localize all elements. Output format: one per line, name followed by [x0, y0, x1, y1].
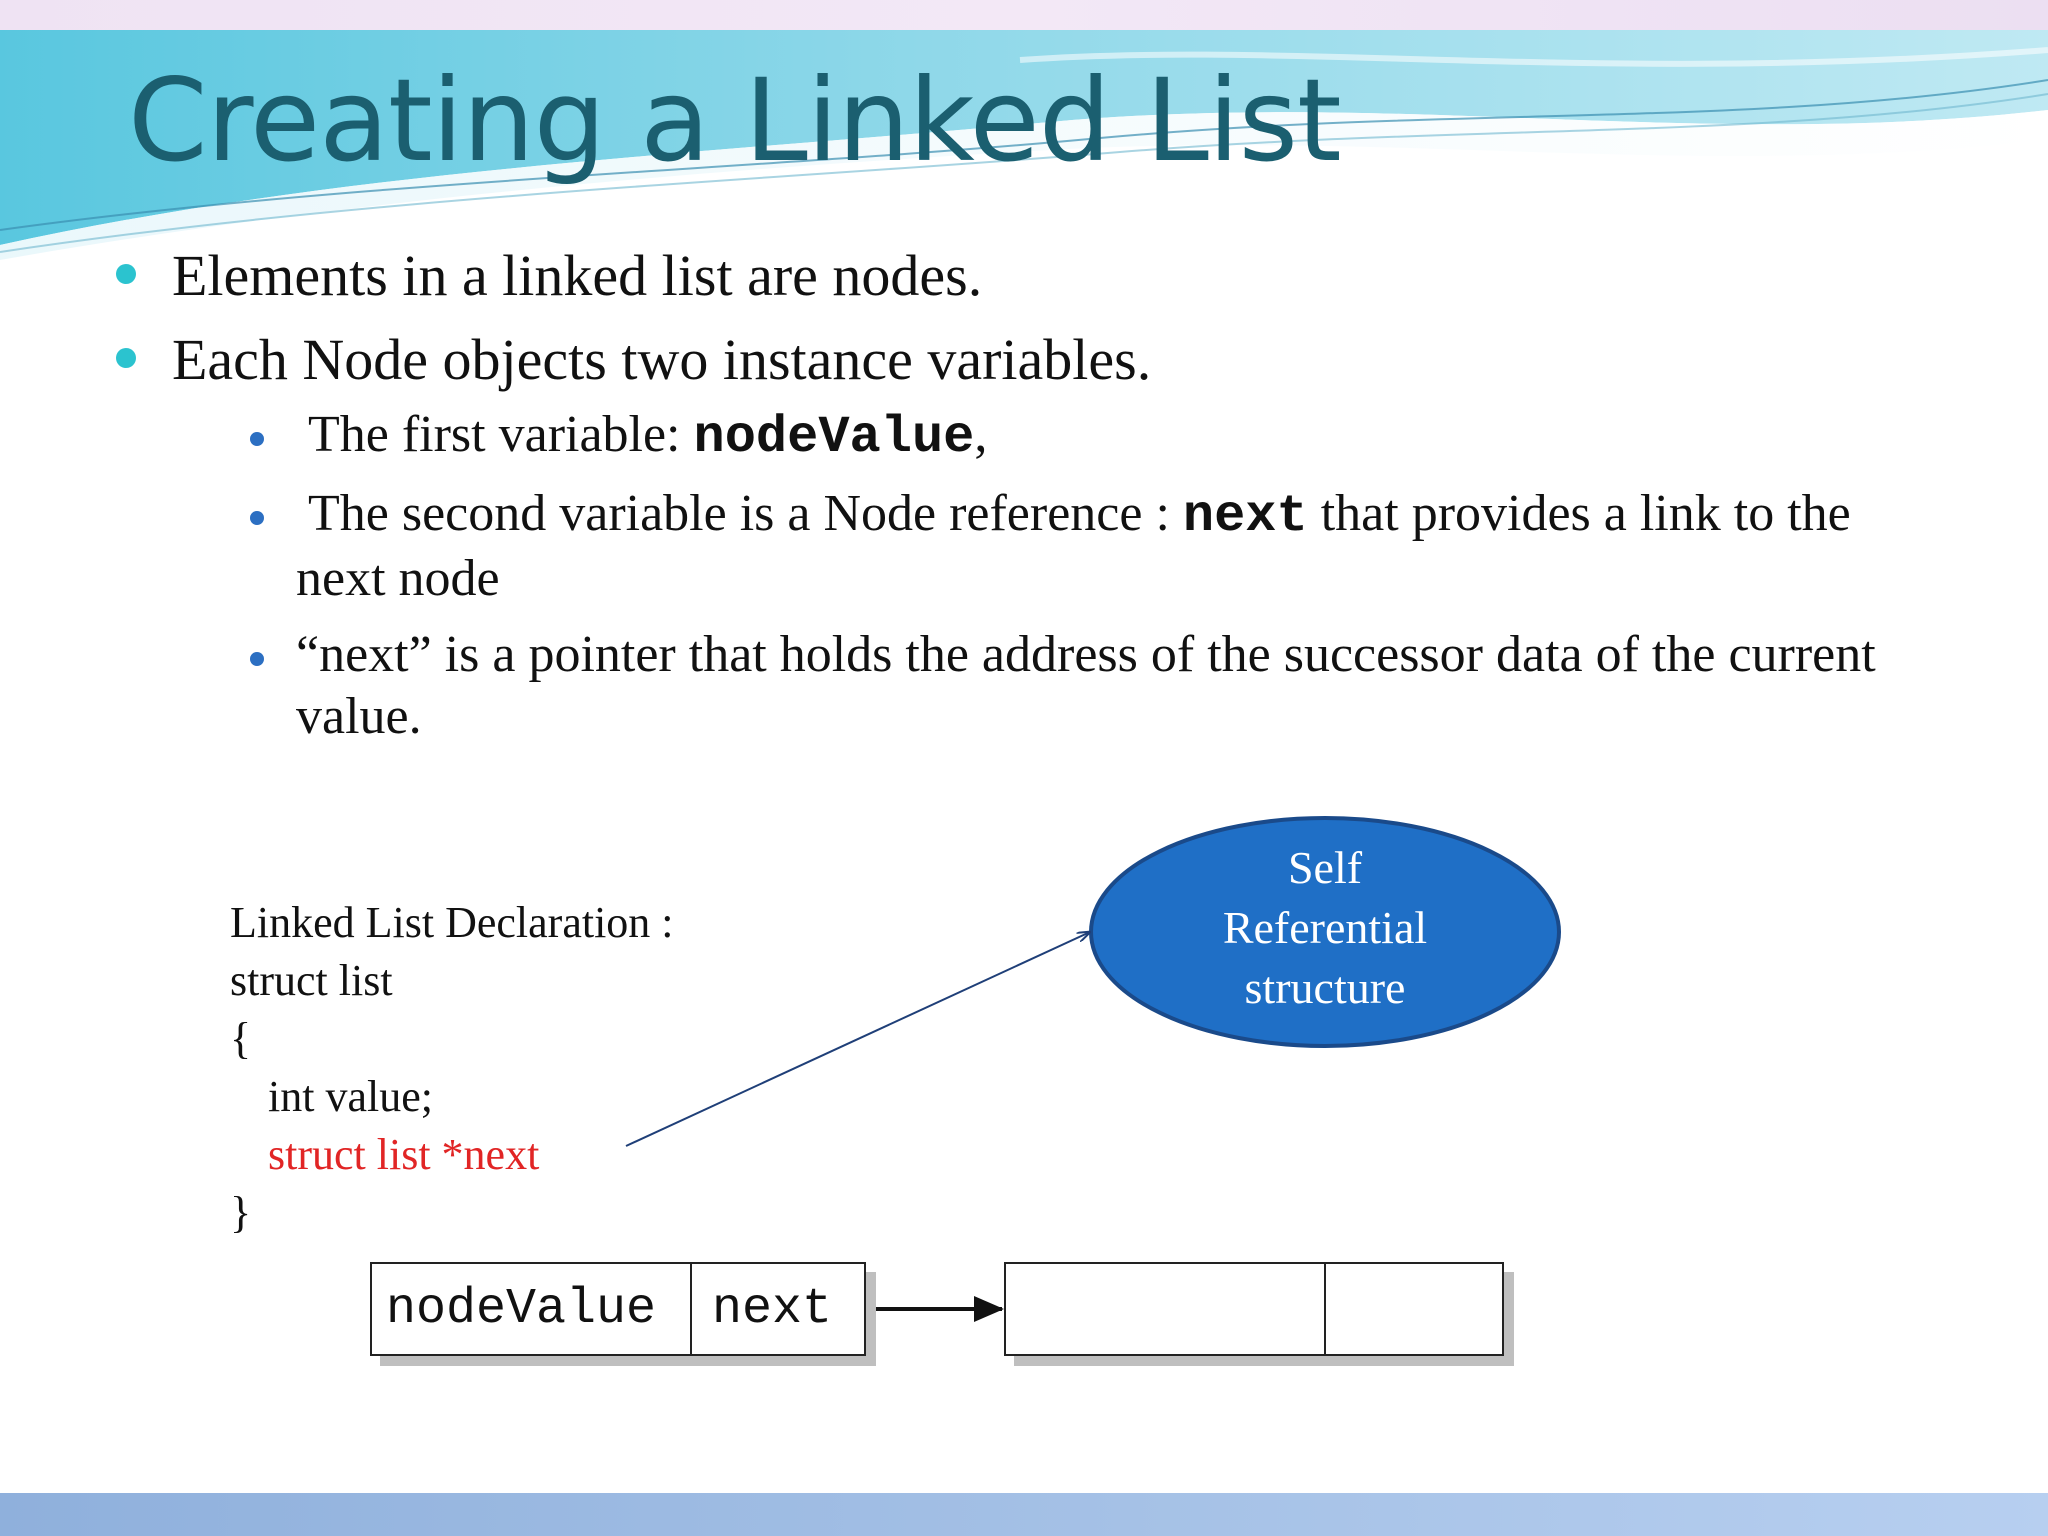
code-line-heading: Linked List Declaration :	[230, 898, 674, 947]
bottom-strip	[0, 1493, 2048, 1536]
node-value-cell: nodeValue	[372, 1264, 692, 1354]
code-line-close-brace: }	[230, 1188, 252, 1237]
sub-bullet-dot-icon	[250, 652, 264, 666]
sub-bullet-suffix: ,	[974, 406, 988, 463]
sub-bullet-dot-icon	[250, 432, 264, 446]
bullet-item: Elements in a linked list are nodes.	[110, 236, 1940, 316]
bullet-text: Each Node objects two instance variables…	[172, 327, 1152, 392]
linked-list-next-node	[1004, 1262, 1504, 1356]
callout-line: Self	[1287, 842, 1363, 893]
sub-bullet-text: “next” is a pointer that holds the addre…	[296, 626, 1876, 745]
code-line-self-reference: struct list *next	[268, 1130, 540, 1179]
linked-list-node: nodeValue next	[370, 1262, 866, 1356]
sub-bullet-text: The second variable is a Node reference …	[308, 485, 1183, 542]
sub-bullet-suffix: that provides a link to the next node	[296, 485, 1851, 607]
sub-bullet-item: The second variable is a Node reference …	[250, 483, 1940, 610]
bullet-dot-icon	[116, 348, 136, 368]
callout-line: structure	[1244, 962, 1406, 1013]
bullet-text: Elements in a linked list are nodes.	[172, 243, 983, 308]
sub-bullet-list: The first variable: nodeValue, The secon…	[250, 404, 1940, 748]
code-term-next: next	[1182, 487, 1308, 546]
callout-pointer-arrow	[625, 932, 1090, 1147]
code-line-open-brace: {	[230, 1014, 252, 1063]
callout-line: Referential	[1222, 902, 1428, 953]
sub-bullet-item: “next” is a pointer that holds the addre…	[250, 624, 1940, 748]
callout-label: Self Referential structure	[1092, 838, 1558, 1018]
code-declaration: Linked List Declaration : struct list { int…	[230, 894, 674, 1242]
sub-bullet-text: The first variable:	[308, 406, 694, 463]
bullet-dot-icon	[116, 264, 136, 284]
node-next-cell: next	[712, 1280, 833, 1338]
next-node-value-cell	[1006, 1264, 1326, 1354]
code-term-nodevalue: nodeValue	[693, 408, 975, 467]
bullet-item: Each Node objects two instance variables…	[110, 320, 1940, 400]
bullet-list: Elements in a linked list are nodes. Eac…	[110, 236, 1940, 762]
header-wave-decoration	[0, 30, 2048, 260]
next-node-next-cell	[1326, 1264, 1502, 1354]
sub-bullet-dot-icon	[250, 511, 264, 525]
sub-bullet-item: The first variable: nodeValue,	[250, 404, 1940, 469]
slide-title: Creating a Linked List	[128, 54, 1342, 187]
code-line: struct list	[230, 956, 393, 1005]
code-line: int value;	[268, 1072, 433, 1121]
